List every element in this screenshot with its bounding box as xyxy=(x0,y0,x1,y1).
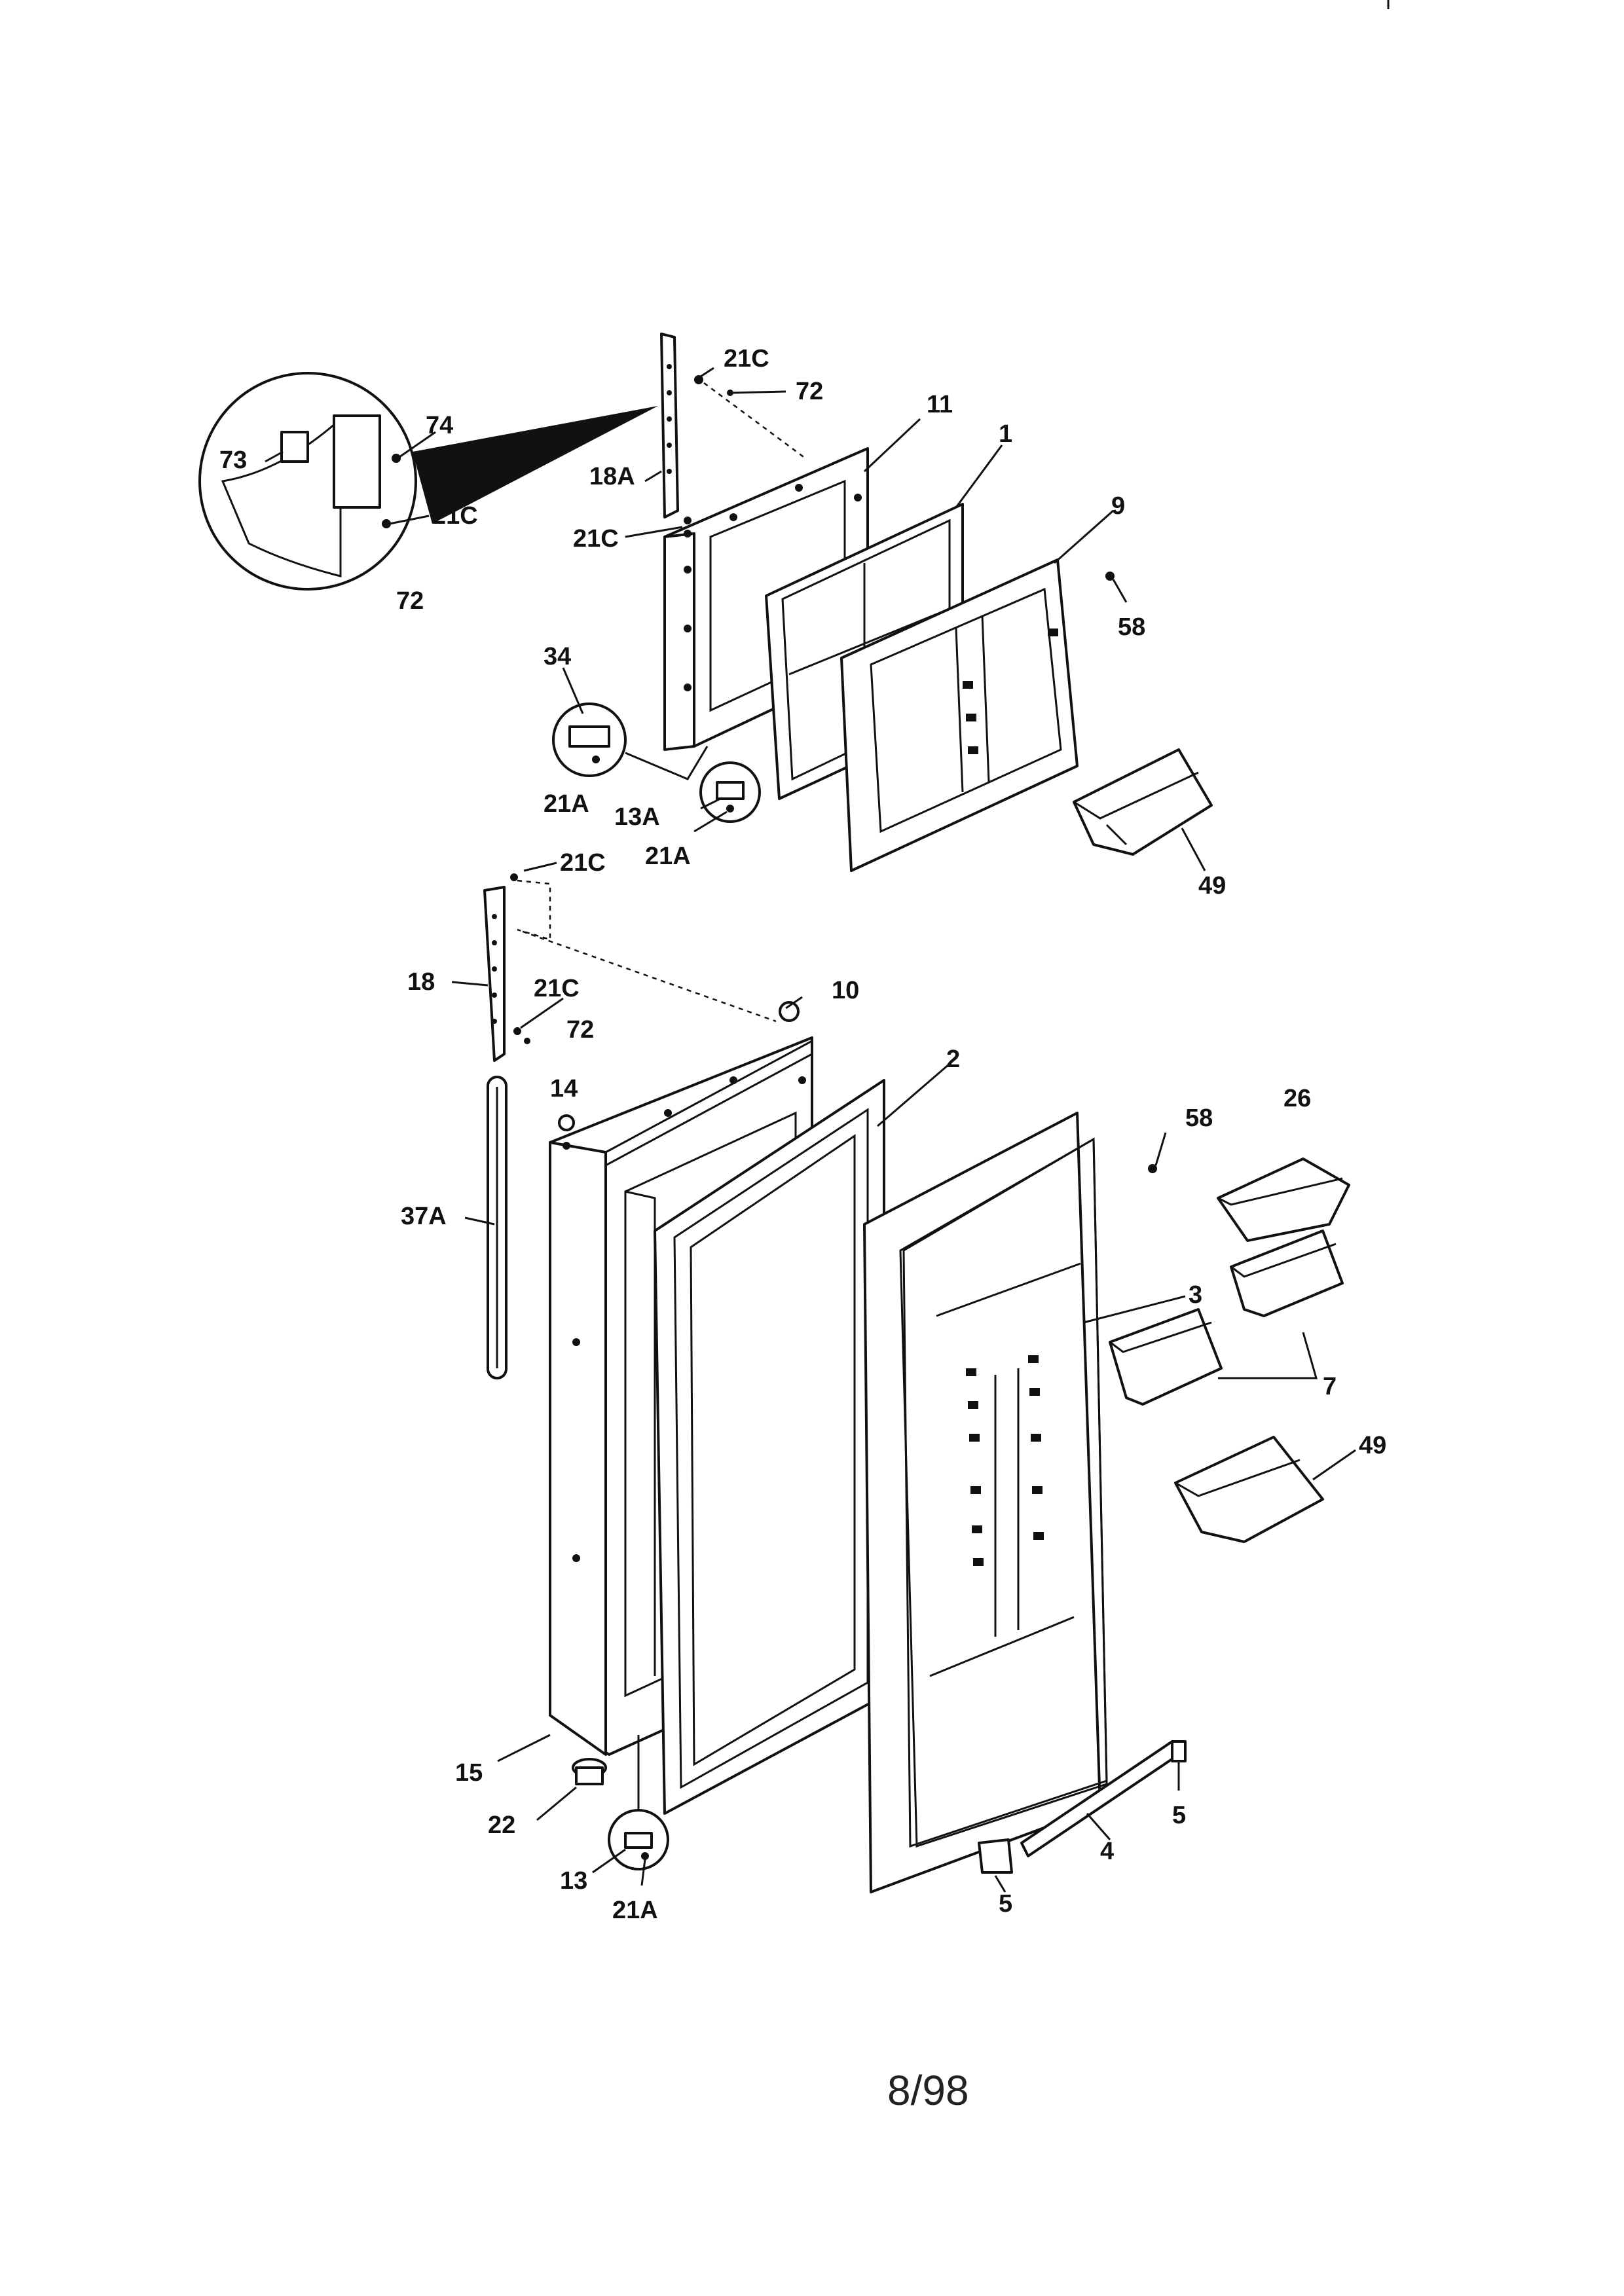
callout-10: 10 xyxy=(832,977,859,1004)
screw-58-top xyxy=(1105,572,1115,581)
screw-58-lower xyxy=(1148,1164,1157,1173)
callout-15: 15 xyxy=(455,1759,483,1787)
fresh-food-door-liner xyxy=(863,1112,1108,1893)
screw-21c-mid-b xyxy=(684,530,692,538)
leader-lines xyxy=(265,367,1356,1893)
callout-21c-mid: 21C xyxy=(573,525,619,553)
callout-labels: 21C 72 11 1 74 73 18A 21C 21C 72 9 58 34… xyxy=(219,345,1386,1924)
callout-21a-bottom: 21A xyxy=(612,1897,658,1924)
washer-72-top xyxy=(727,390,733,396)
callout-49-top: 49 xyxy=(1198,872,1226,900)
callout-18a: 18A xyxy=(589,463,635,490)
callout-14: 14 xyxy=(550,1075,578,1102)
callout-22: 22 xyxy=(488,1812,515,1839)
freezer-hinge-alignment-line xyxy=(703,382,806,460)
door-handle-trim-37a xyxy=(487,1076,507,1379)
callout-72-detail: 72 xyxy=(396,587,424,615)
screw-21c-lower-top xyxy=(510,873,518,881)
freezer-door-liner xyxy=(840,558,1079,872)
door-bin-7-lower xyxy=(1109,1308,1223,1406)
callout-34: 34 xyxy=(544,643,571,670)
callout-11: 11 xyxy=(927,391,953,418)
fresh-food-hinge-strap xyxy=(483,886,506,1062)
trim-end-cap-5-bottom xyxy=(978,1838,1013,1874)
callout-21c-lower2: 21C xyxy=(534,975,580,1002)
callout-21c-top: 21C xyxy=(724,345,769,373)
trim-end-cap-5-right xyxy=(1171,1740,1187,1762)
door-stop-22 xyxy=(572,1758,607,1785)
freezer-hinge-strap xyxy=(660,333,679,519)
callout-13: 13 xyxy=(560,1867,587,1895)
freezer-door-bin-49 xyxy=(1073,748,1213,856)
callout-49-lower: 49 xyxy=(1359,1432,1386,1459)
callout-74: 74 xyxy=(426,412,453,439)
freezer-bottom-hinge-13a xyxy=(699,761,761,823)
door-bin-49-lower xyxy=(1174,1436,1324,1543)
callout-21a-mid: 21A xyxy=(645,843,691,870)
callout-72-lower: 72 xyxy=(566,1016,594,1044)
callout-1: 1 xyxy=(999,420,1012,448)
callout-5-right: 5 xyxy=(1172,1802,1186,1829)
screw-21c-mid-a xyxy=(684,517,692,524)
callout-7: 7 xyxy=(1323,1373,1337,1400)
callout-21c-detail: 21C xyxy=(432,502,478,530)
screw-21c-lower-mid xyxy=(513,1027,521,1035)
callout-58-lower: 58 xyxy=(1185,1104,1213,1132)
washer-72-lower xyxy=(524,1038,530,1044)
door-bin-7-upper xyxy=(1230,1230,1344,1317)
callout-73: 73 xyxy=(219,446,247,474)
callout-37a: 37A xyxy=(401,1203,447,1230)
callout-4: 4 xyxy=(1100,1838,1114,1865)
callout-58-top: 58 xyxy=(1118,613,1145,641)
page-code: 8/98 xyxy=(887,2067,969,2114)
fresh-food-door-gasket xyxy=(654,1079,885,1815)
callout-18: 18 xyxy=(407,968,435,996)
screw-21c-top xyxy=(694,375,703,384)
freezer-hinge-connector-line xyxy=(625,746,709,780)
callout-26: 26 xyxy=(1283,1085,1311,1112)
hinge-detail-magnifier xyxy=(198,372,417,591)
dairy-compartment-26 xyxy=(1217,1157,1350,1242)
callout-5-bottom: 5 xyxy=(999,1890,1012,1918)
callout-21c-lower: 21C xyxy=(560,849,606,877)
callout-13a: 13A xyxy=(614,803,660,831)
magnifier-projection-wedge xyxy=(413,406,658,524)
callout-21a-left: 21A xyxy=(544,790,589,818)
callout-9: 9 xyxy=(1111,492,1125,520)
callout-2: 2 xyxy=(946,1046,960,1073)
fresh-food-hinge-alignment-line xyxy=(517,879,777,1023)
plug-14 xyxy=(558,1114,575,1131)
callout-72-top: 72 xyxy=(796,378,823,405)
fresh-food-bottom-hinge-13 xyxy=(608,1809,669,1870)
callout-3: 3 xyxy=(1189,1281,1202,1309)
cap-10 xyxy=(779,1001,800,1022)
freezer-bottom-hinge-34 xyxy=(552,702,627,777)
